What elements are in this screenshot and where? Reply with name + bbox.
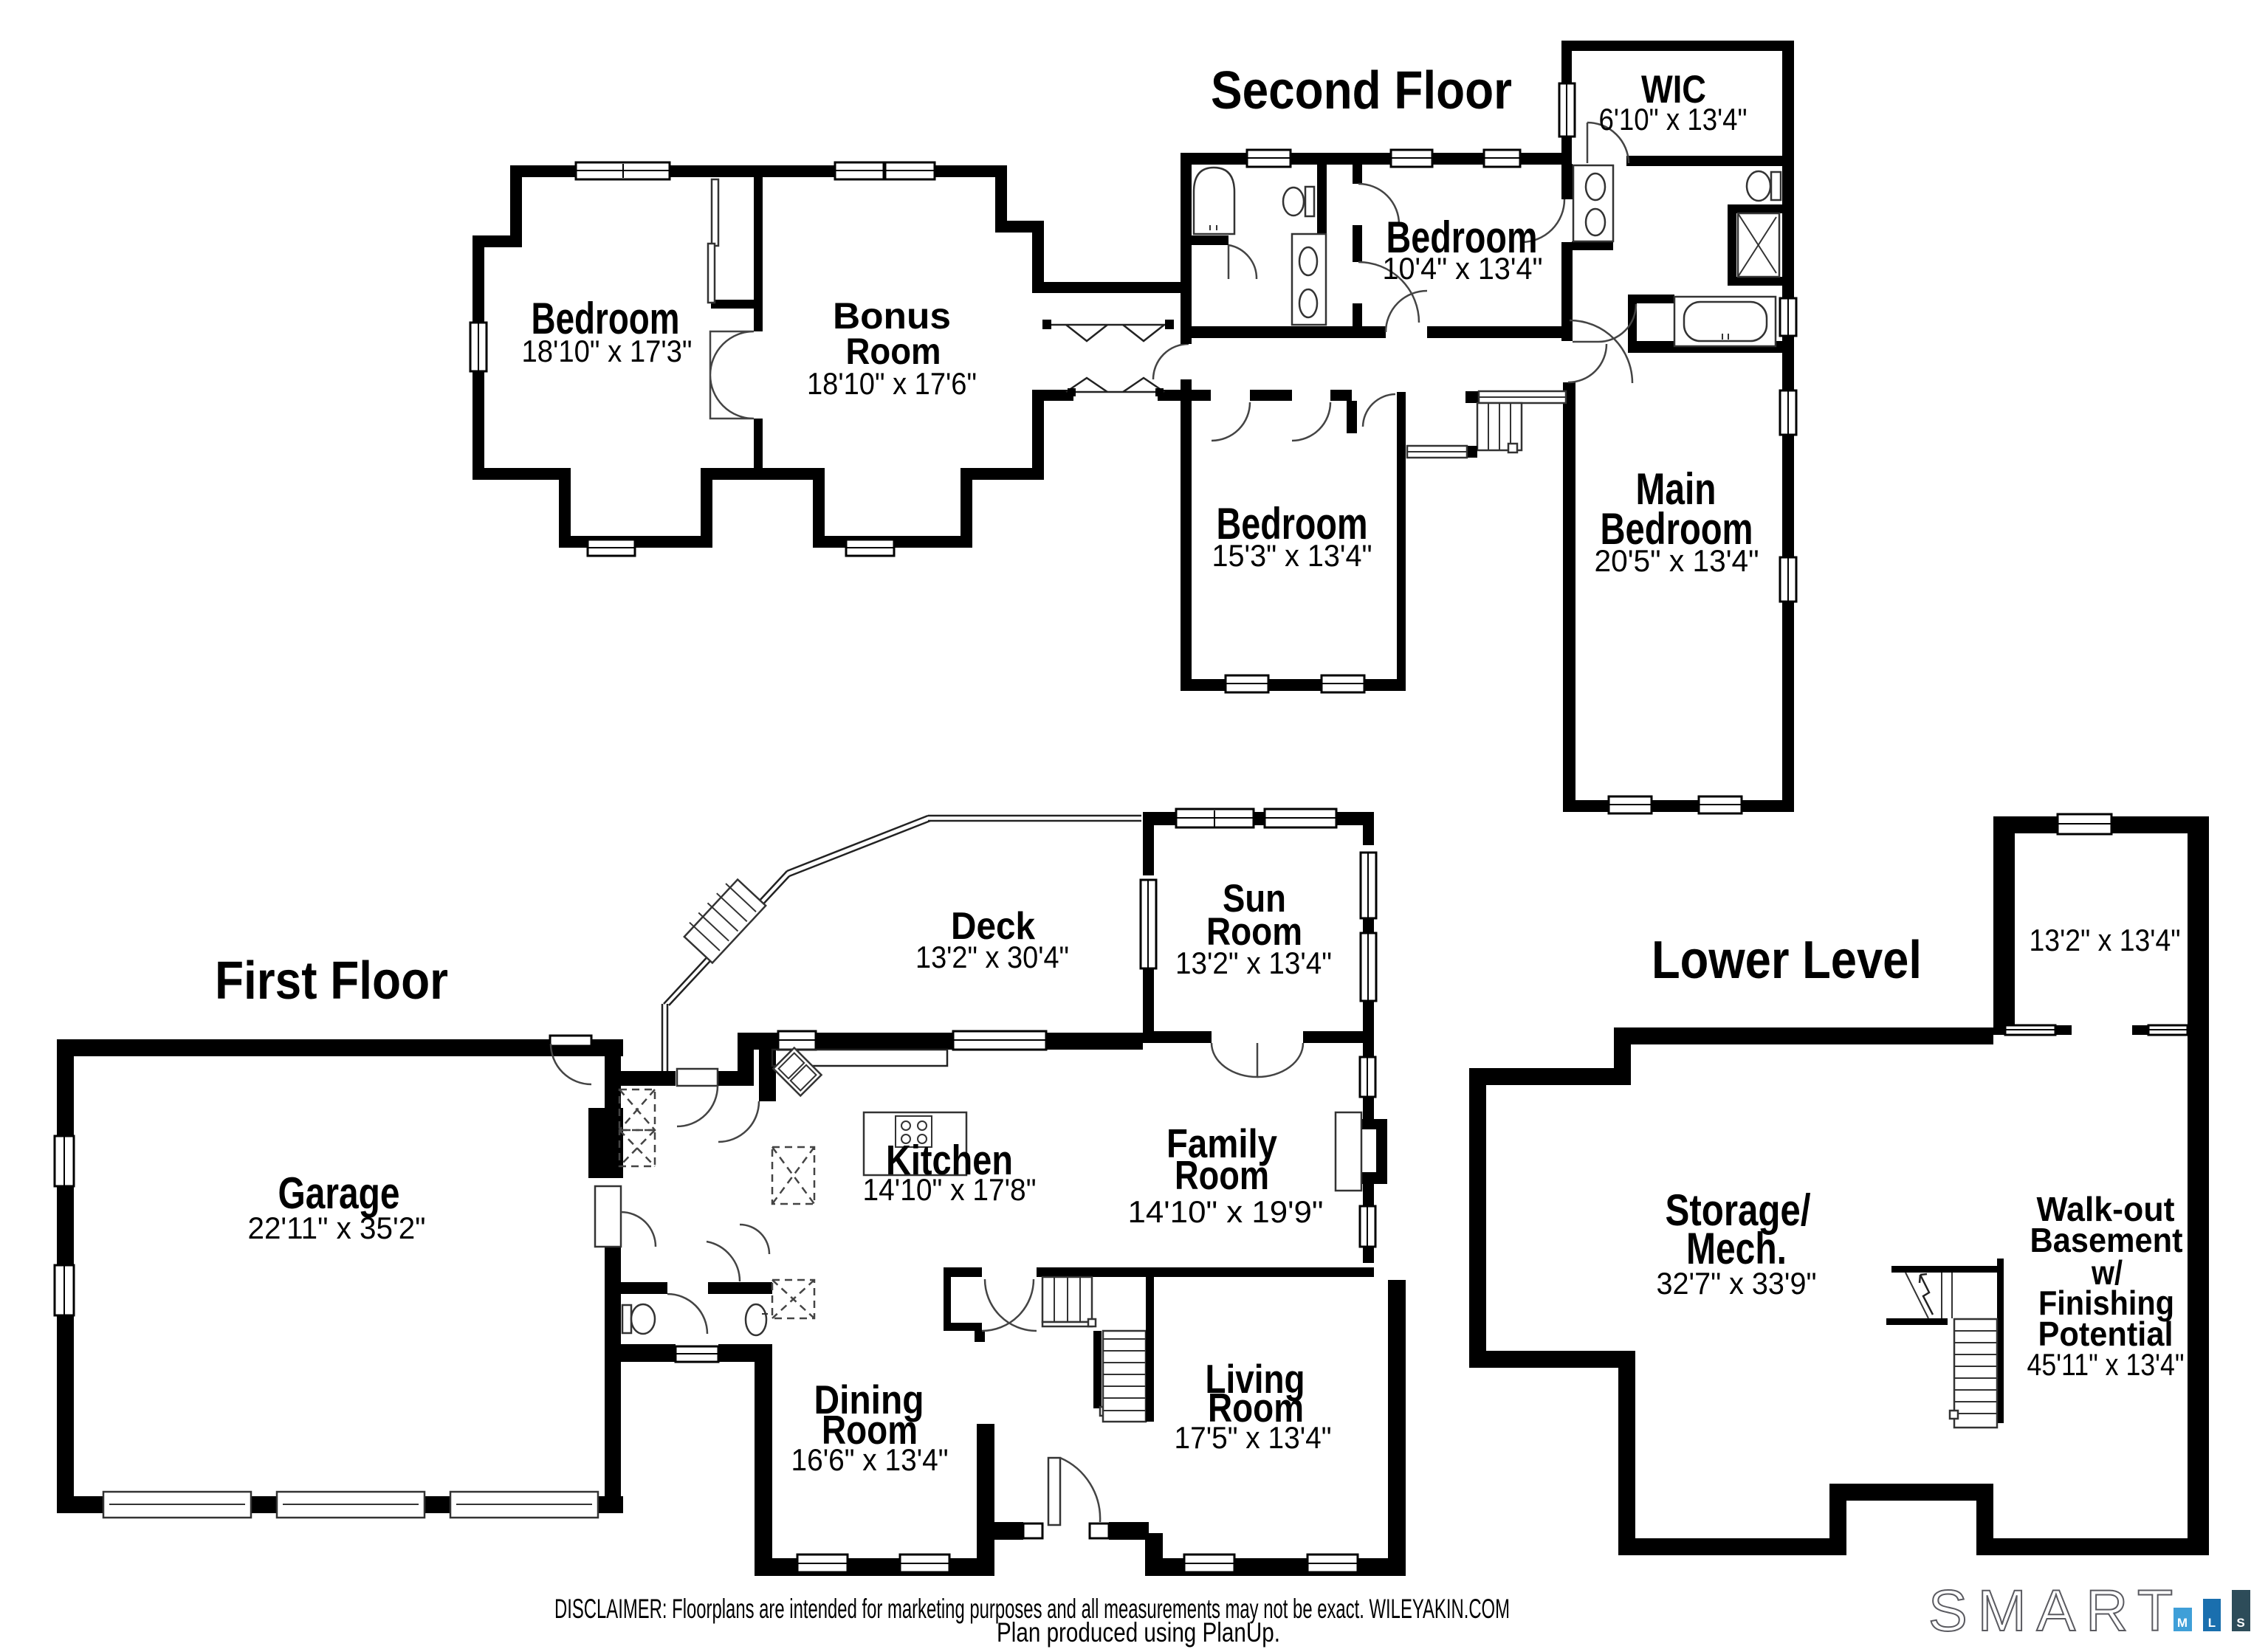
svg-text:Room: Room [822, 1407, 918, 1453]
svg-text:w/: w/ [2091, 1253, 2123, 1292]
svg-text:Bonus: Bonus [833, 295, 951, 337]
svg-text:22'11" x 35'2": 22'11" x 35'2" [248, 1211, 426, 1245]
svg-text:Kitchen: Kitchen [886, 1137, 1013, 1184]
svg-text:Room: Room [846, 331, 941, 372]
svg-text:Bedroom: Bedroom [1601, 504, 1753, 554]
svg-text:6'10" x 13'4": 6'10" x 13'4" [1599, 102, 1748, 137]
svg-text:Dining: Dining [814, 1377, 924, 1422]
svg-text:Walk-out: Walk-out [2037, 1190, 2175, 1228]
svg-text:Bedroom: Bedroom [532, 294, 680, 343]
svg-text:13'2" x 13'4": 13'2" x 13'4" [2030, 923, 2181, 957]
svg-text:Potential: Potential [2038, 1315, 2174, 1353]
svg-text:M: M [2177, 1616, 2188, 1630]
svg-text:Basement: Basement [2030, 1221, 2183, 1259]
svg-text:20'5" x 13'4": 20'5" x 13'4" [1595, 543, 1759, 578]
svg-text:Bedroom: Bedroom [1386, 213, 1538, 262]
svg-text:Second Floor: Second Floor [1211, 61, 1512, 120]
svg-text:32'7" x 33'9": 32'7" x 33'9" [1657, 1266, 1817, 1301]
svg-text:SMART: SMART [1928, 1577, 2183, 1643]
svg-text:18'10" x 17'6": 18'10" x 17'6" [807, 366, 977, 401]
svg-text:L: L [2208, 1616, 2216, 1630]
svg-text:14'10" x 19'9": 14'10" x 19'9" [1128, 1194, 1324, 1229]
svg-text:Main: Main [1636, 464, 1717, 514]
svg-text:Lower Level: Lower Level [1652, 931, 1922, 990]
svg-text:Finishing: Finishing [2038, 1284, 2174, 1322]
svg-text:DISCLAIMER: Floorplans are int: DISCLAIMER: Floorplans are intended for … [554, 1594, 1510, 1624]
svg-text:Family: Family [1166, 1120, 1277, 1166]
svg-text:45'11" x 13'4": 45'11" x 13'4" [2027, 1347, 2185, 1382]
svg-text:Room: Room [1175, 1152, 1269, 1198]
svg-text:16'6" x 13'4": 16'6" x 13'4" [791, 1442, 949, 1477]
svg-text:Garage: Garage [278, 1168, 400, 1218]
svg-text:First Floor: First Floor [215, 951, 448, 1011]
svg-text:14'10" x 17'8": 14'10" x 17'8" [863, 1172, 1037, 1207]
svg-text:Room: Room [1206, 910, 1302, 954]
svg-text:Room: Room [1208, 1385, 1304, 1431]
svg-text:18'10" x 17'3": 18'10" x 17'3" [522, 334, 693, 368]
svg-text:Living: Living [1206, 1356, 1305, 1402]
svg-text:17'5" x 13'4": 17'5" x 13'4" [1175, 1420, 1332, 1455]
svg-text:S: S [2236, 1616, 2244, 1630]
svg-text:Storage/: Storage/ [1666, 1185, 1811, 1235]
svg-text:13'2" x 30'4": 13'2" x 30'4" [915, 940, 1069, 974]
svg-text:10'4" x 13'4": 10'4" x 13'4" [1383, 251, 1543, 286]
svg-text:Deck: Deck [951, 905, 1035, 948]
svg-text:Mech.: Mech. [1686, 1224, 1787, 1273]
svg-text:Sun: Sun [1223, 877, 1286, 920]
svg-text:Bedroom: Bedroom [1217, 499, 1368, 548]
svg-text:Plan produced using PlanUp.: Plan produced using PlanUp. [997, 1617, 1280, 1648]
svg-text:WIC: WIC [1641, 68, 1706, 111]
svg-text:15'3" x 13'4": 15'3" x 13'4" [1212, 538, 1372, 573]
svg-text:13'2" x 13'4": 13'2" x 13'4" [1175, 946, 1332, 980]
